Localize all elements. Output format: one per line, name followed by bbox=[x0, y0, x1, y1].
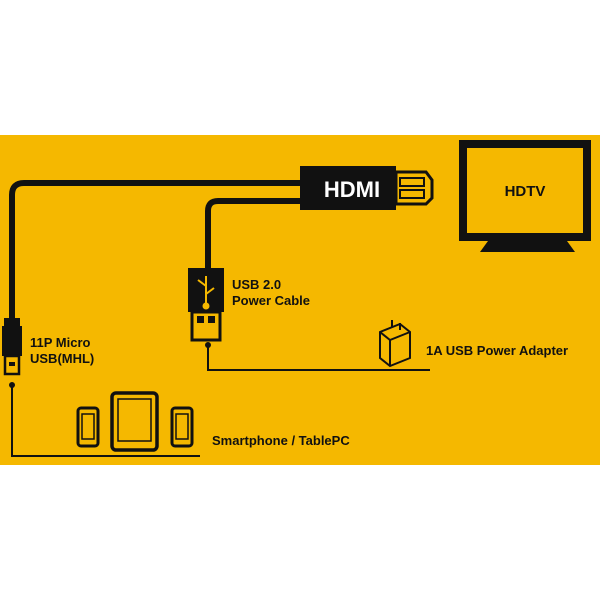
devices-label: Smartphone / TablePC bbox=[212, 433, 350, 448]
usb-cable-label-line2: Power Cable bbox=[232, 293, 310, 308]
hdtv: HDTV bbox=[459, 140, 591, 252]
usb-cable-label-line1: USB 2.0 bbox=[232, 277, 281, 292]
tv-icon bbox=[459, 140, 591, 241]
micro-usb-label-line1: 11P Micro bbox=[30, 335, 91, 350]
smartphone-icon-2 bbox=[170, 406, 194, 448]
usb-symbol-icon bbox=[197, 276, 215, 310]
hdmi-label: HDMI bbox=[324, 177, 380, 202]
hdmi-main-cable bbox=[9, 180, 300, 330]
adapter-label: 1A USB Power Adapter bbox=[426, 343, 568, 358]
hdmi-connector: HDMI bbox=[300, 166, 434, 210]
usb-plug-metal bbox=[190, 310, 222, 342]
tv-stand bbox=[480, 241, 575, 252]
micro-usb-connector bbox=[2, 318, 22, 376]
tablet-icon bbox=[110, 391, 159, 452]
usb-to-adapter-line bbox=[207, 345, 430, 371]
usb-connector bbox=[188, 268, 224, 342]
usb-power-branch-cable bbox=[205, 198, 300, 268]
hdmi-plug-metal bbox=[394, 170, 434, 206]
smartphone-icon bbox=[76, 406, 100, 448]
micro-usb-to-devices-line bbox=[11, 385, 200, 457]
hdtv-label: HDTV bbox=[505, 183, 546, 200]
micro-usb-label-line2: USB(MHL) bbox=[30, 351, 94, 366]
power-plug-icon bbox=[379, 320, 411, 368]
